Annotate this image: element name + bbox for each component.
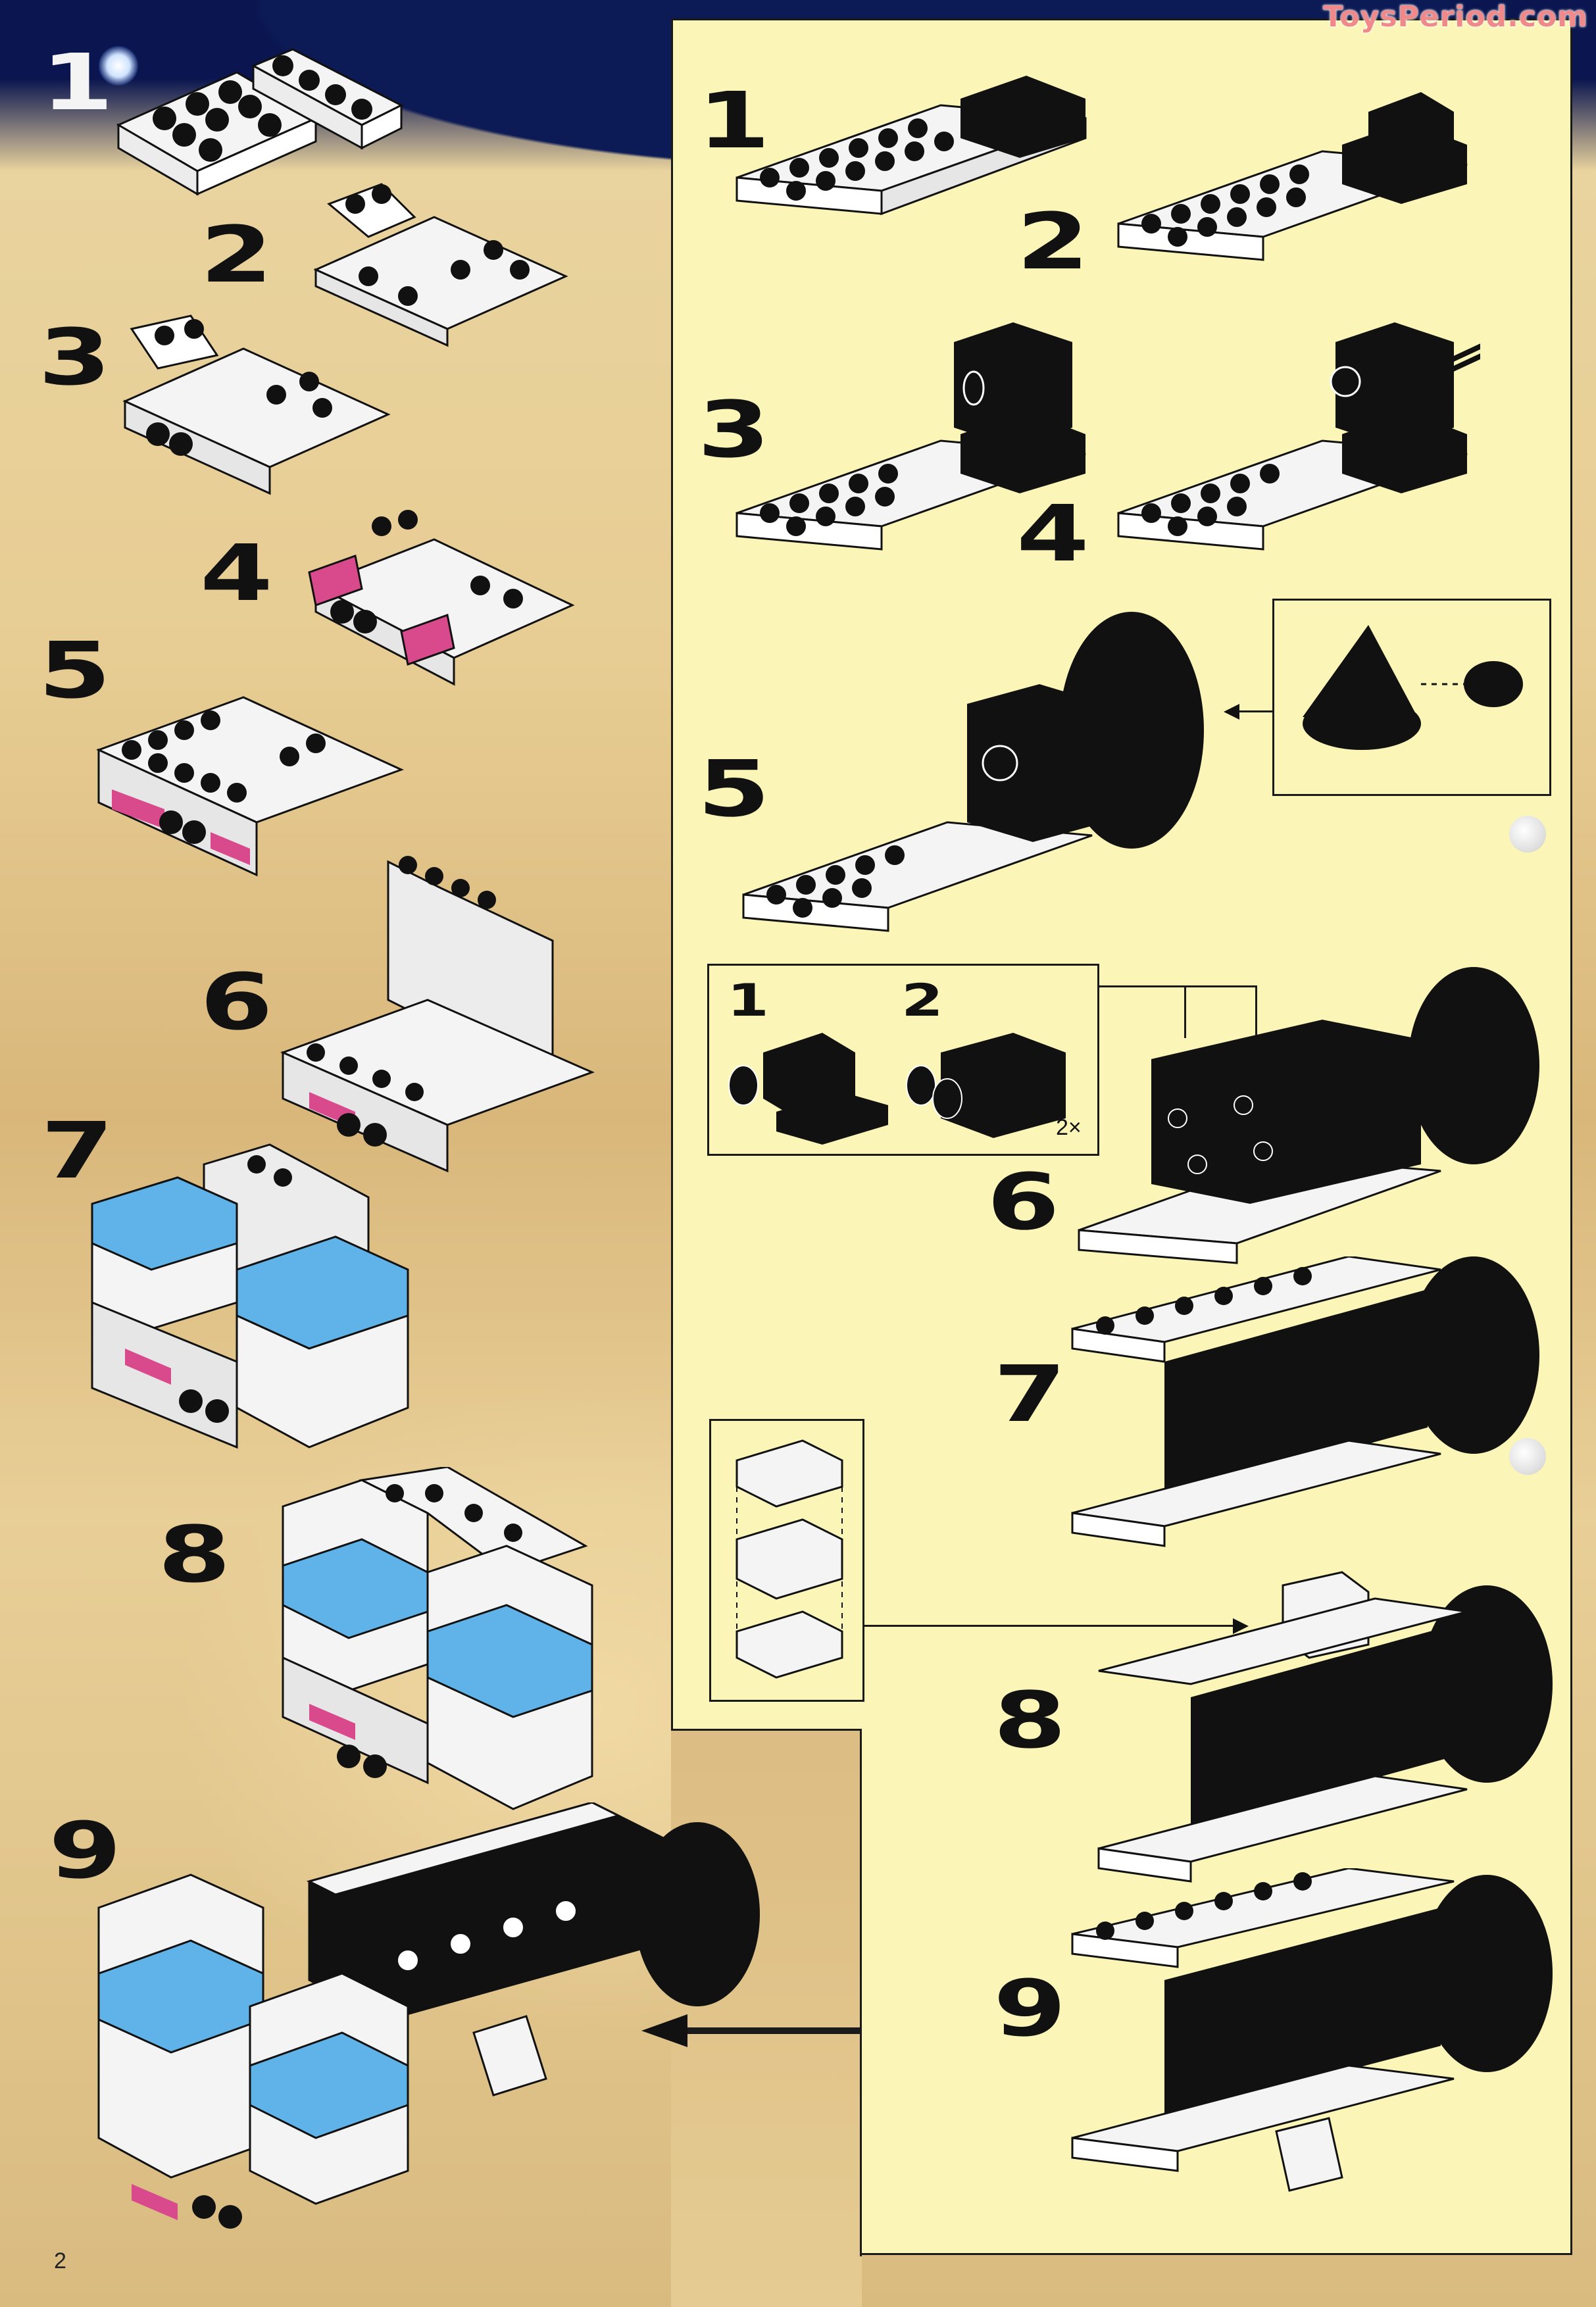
right-step-8-bricks (1097, 1571, 1553, 1883)
left-step-9-number: 9 (49, 1805, 122, 1896)
right-step-3-number: 3 (697, 384, 770, 475)
page-number: 2 (54, 2248, 66, 2273)
binder-hole (1509, 816, 1546, 853)
hinge-subassembly-parts (736, 1439, 843, 1679)
star-glow (99, 46, 138, 86)
left-step-4-number: 4 (200, 528, 273, 618)
right-step-6-bricks (1078, 967, 1539, 1264)
hinge-subassembly-box (709, 1419, 864, 1702)
quantity-label: 2× (1056, 1115, 1082, 1140)
right-step-8-number: 8 (993, 1675, 1066, 1766)
panel-cutout-edge-top (671, 1729, 862, 1731)
hinge-arrow-line (864, 1625, 1233, 1627)
headlight-arrow-line-v2 (1255, 985, 1257, 1038)
headlight-subassembly-parts (728, 1033, 1066, 1145)
left-step-8-number: 8 (158, 1509, 231, 1600)
headlight-arrow-line-h (1099, 985, 1257, 987)
left-step-8-bricks (282, 1467, 593, 1810)
cone-arrow-head-icon (1224, 704, 1239, 720)
left-step-7-number: 7 (41, 1105, 114, 1196)
attach-arrow-line (684, 2027, 862, 2034)
right-step-9-number: 9 (993, 1963, 1066, 2054)
left-step-6-number: 6 (200, 956, 273, 1047)
left-step-4-bricks (308, 510, 575, 686)
right-step-1-number: 1 (697, 75, 770, 166)
headlight-subassembly-box (707, 964, 1099, 1156)
left-step-6-bricks (280, 856, 595, 1173)
right-step-5-bricks (742, 612, 1204, 932)
left-step-1-number: 1 (41, 37, 114, 128)
left-step-5-number: 5 (38, 625, 111, 716)
binder-hole (1509, 1438, 1546, 1475)
attach-arrow-head-icon (641, 2014, 687, 2047)
watermark: ToysPeriod.com (1323, 0, 1588, 34)
right-step-4-number: 4 (1016, 488, 1089, 579)
left-step-9-completed-ship (97, 1802, 760, 2229)
right-step-6-number: 6 (987, 1156, 1060, 1247)
right-step-5-number: 5 (697, 743, 770, 834)
cone-subassembly-box (1272, 599, 1551, 796)
right-step-2-number: 2 (1016, 196, 1089, 287)
right-step-2-bricks (1117, 92, 1468, 261)
left-step-3-bricks (122, 314, 391, 495)
right-step-3-bricks (736, 322, 1086, 551)
cone-arrow-line (1237, 710, 1272, 712)
cone-subassembly-parts (1303, 625, 1523, 750)
left-step-5-bricks (96, 696, 404, 877)
right-step-1-bricks (736, 76, 1087, 216)
right-step-7-bricks (1071, 1256, 1539, 1547)
left-step-3-number: 3 (38, 312, 111, 403)
left-step-7-bricks (91, 1143, 409, 1449)
left-step-2-number: 2 (200, 209, 273, 300)
sub-step-2-number: 2 (901, 975, 943, 1027)
left-step-1-bricks (116, 48, 404, 196)
left-step-2-bricks (313, 183, 568, 347)
right-step-4-bricks (1117, 322, 1480, 551)
right-step-7-number: 7 (993, 1349, 1066, 1439)
right-step-9-bricks (1071, 1868, 1553, 2192)
headlight-arrow-line-v1 (1184, 985, 1186, 1038)
sub-step-1-number: 1 (727, 975, 769, 1027)
panel-cutout-edge (860, 1729, 862, 2256)
